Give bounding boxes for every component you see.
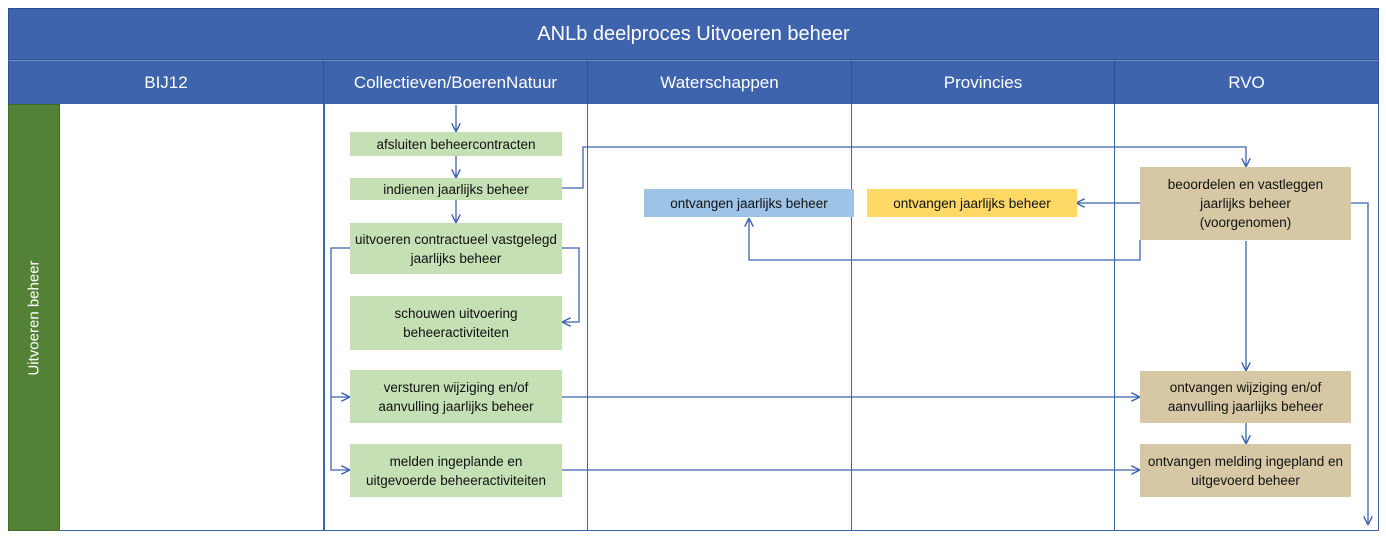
row-label: Uitvoeren beheer	[8, 104, 60, 531]
row-label-text: Uitvoeren beheer	[25, 259, 43, 376]
lane-bij12	[60, 104, 324, 531]
node-afsluiten: afsluiten beheercontracten	[350, 132, 562, 156]
node-ontvangen-waterschap: ontvangen jaarlijks beheer	[644, 189, 854, 217]
node-indienen: indienen jaarlijks beheer	[350, 178, 562, 200]
diagram-title: ANLb deelproces Uitvoeren beheer	[8, 8, 1379, 60]
node-melden: melden ingeplande en uitgevoerde beheera…	[350, 444, 562, 497]
node-schouwen: schouwen uitvoering beheeractiviteiten	[350, 296, 562, 350]
lane-waterschappen	[588, 104, 852, 531]
node-ontvangen-provincie: ontvangen jaarlijks beheer	[867, 189, 1077, 217]
lane-header-rvo: RVO	[1115, 60, 1379, 104]
node-ontvangen-melding: ontvangen melding ingepland en uitgevoer…	[1140, 444, 1351, 497]
node-beoordelen: beoordelen en vastleggen jaarlijks behee…	[1140, 167, 1351, 240]
lane-header-provincies: Provincies	[852, 60, 1115, 104]
node-uitvoeren: uitvoeren contractueel vastgelegd jaarli…	[350, 223, 562, 274]
lane-header-collectieven: Collectieven/BoerenNatuur	[324, 60, 588, 104]
lane-provincies	[852, 104, 1115, 531]
node-versturen: versturen wijziging en/of aanvulling jaa…	[350, 370, 562, 423]
lane-header-bij12: BIJ12	[8, 60, 324, 104]
lane-header-waterschappen: Waterschappen	[588, 60, 852, 104]
node-ontvangen-wijziging: ontvangen wijziging en/of aanvulling jaa…	[1140, 371, 1351, 423]
